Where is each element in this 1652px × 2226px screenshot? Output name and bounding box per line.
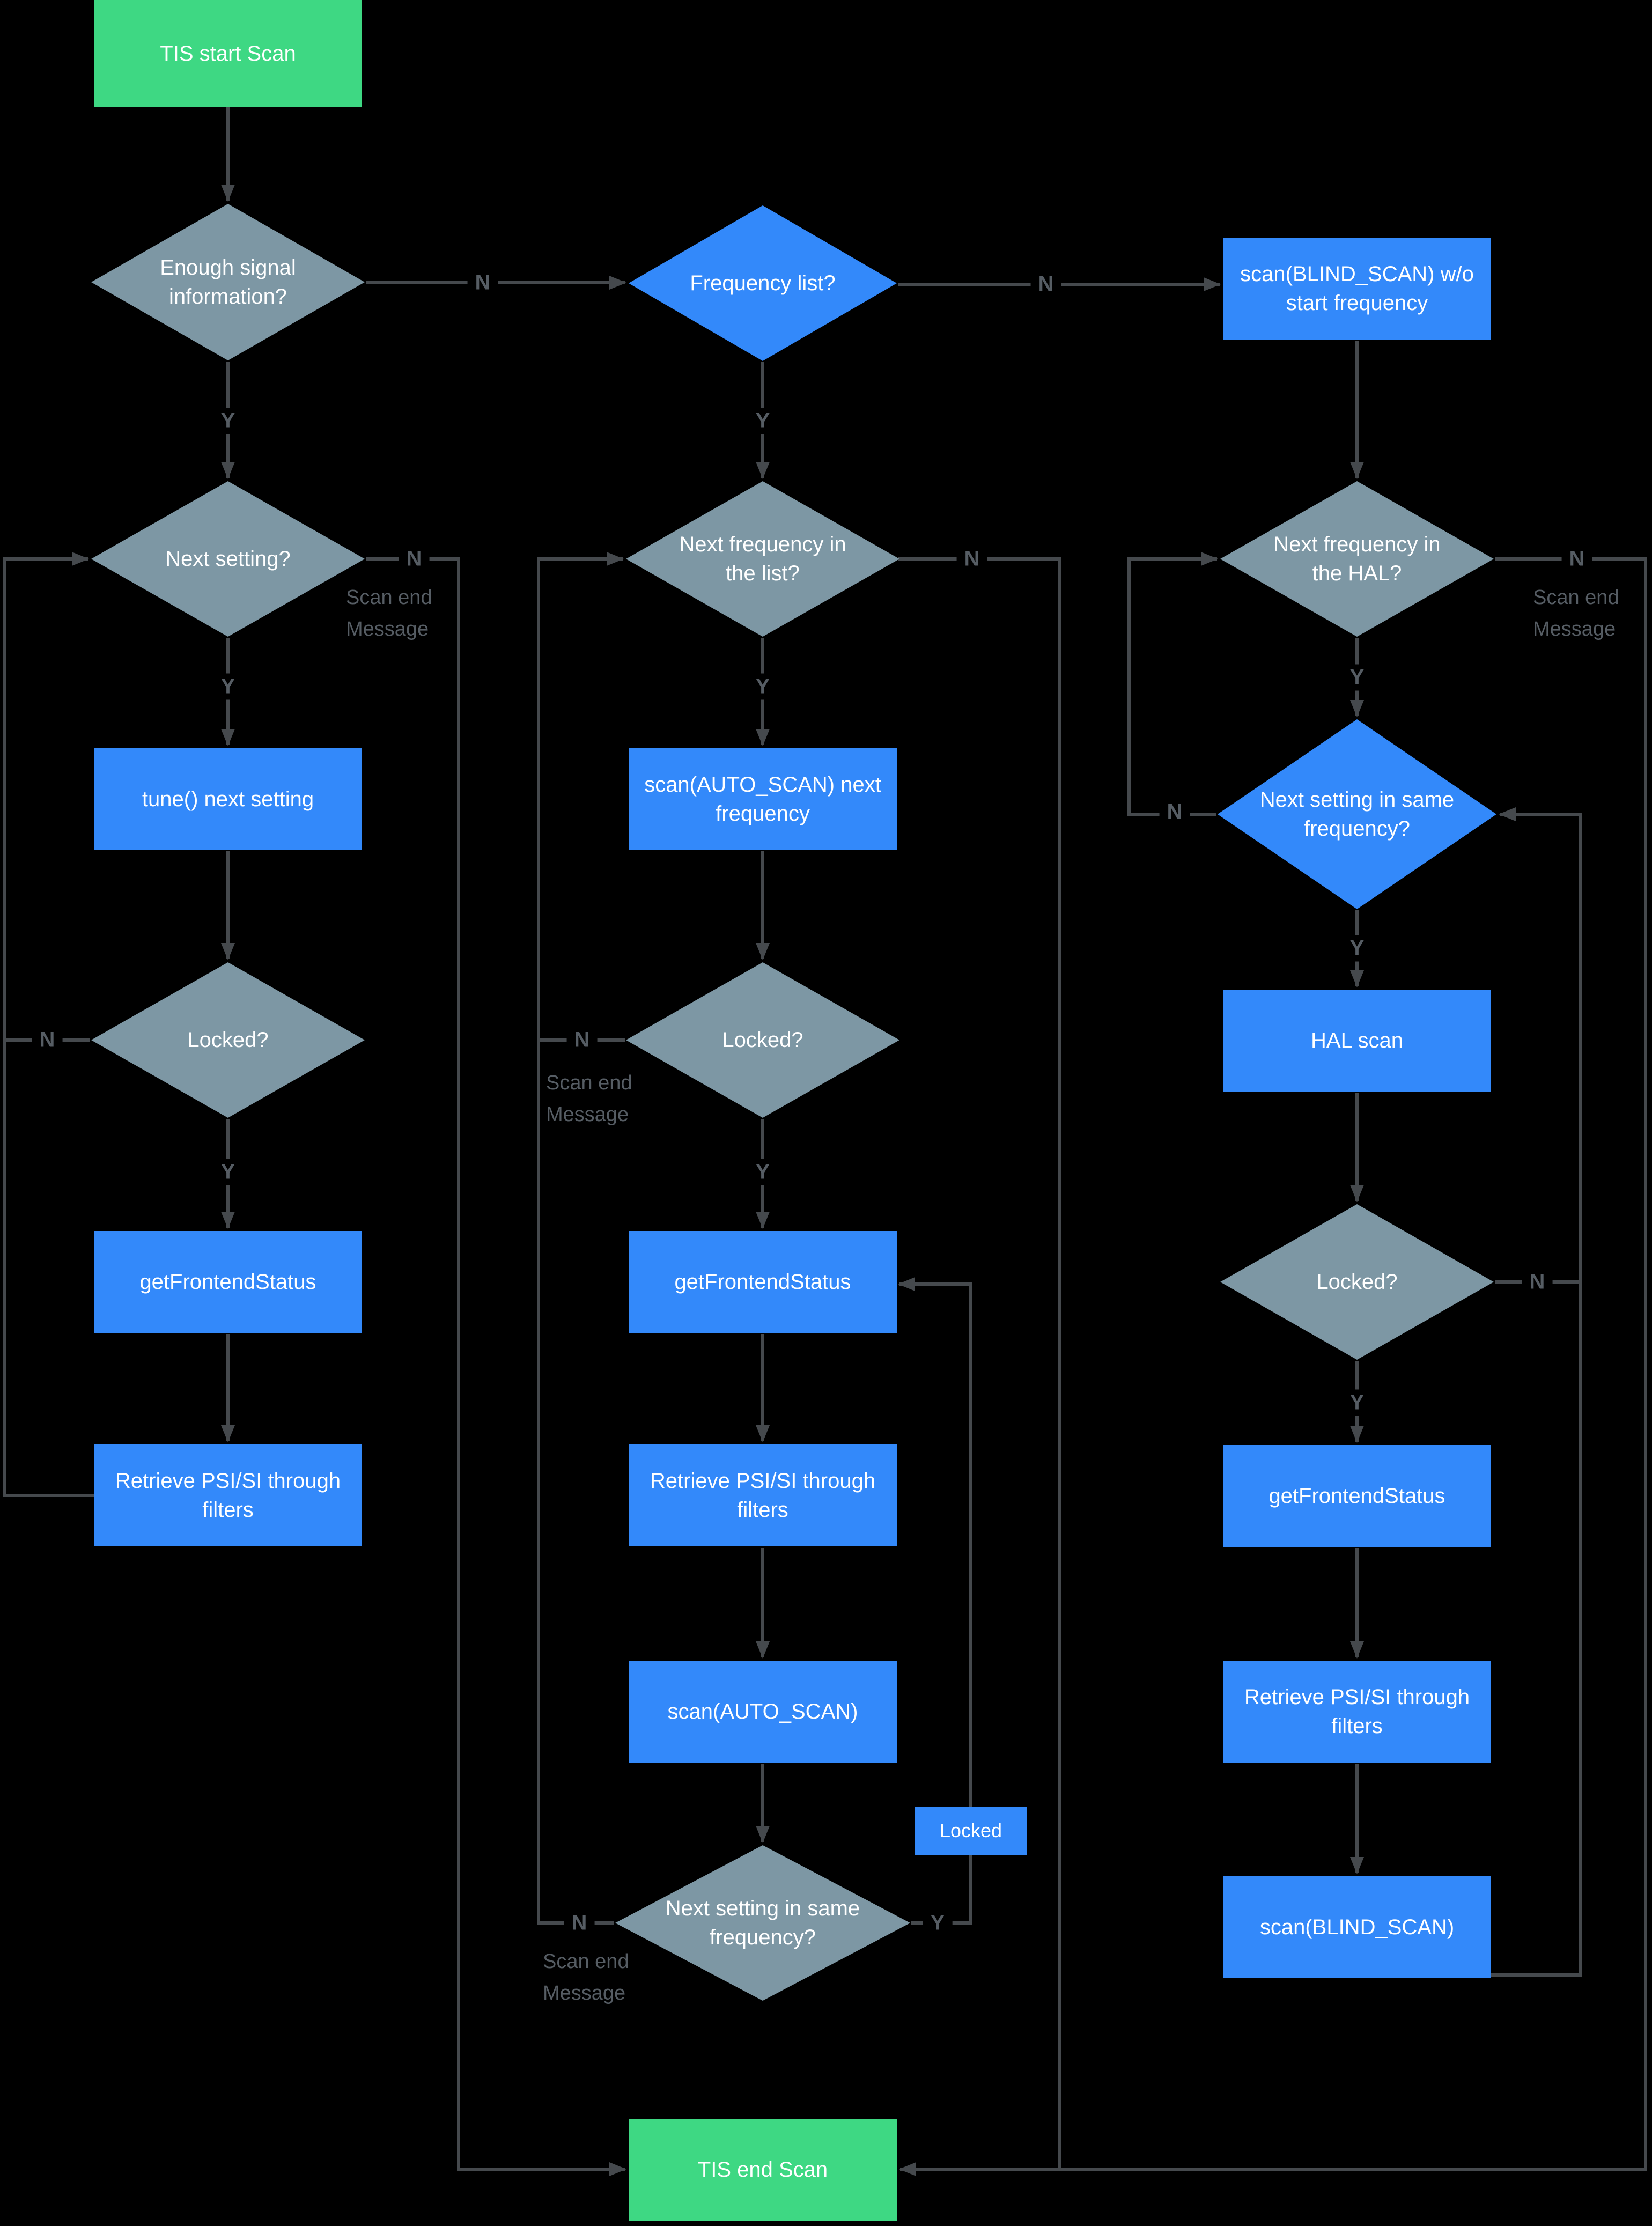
edge-label-yes: Y <box>213 673 243 700</box>
edge-label-no: N <box>399 546 430 572</box>
edge-label-yes: Y <box>1342 935 1372 962</box>
node-retrieve-psi-si-2: Retrieve PSI/SI through filters <box>629 1444 897 1546</box>
annotation-scan-end-message: Scan end Message <box>543 1950 629 2004</box>
node-hal-scan: HAL scan <box>1223 990 1491 1092</box>
edge-label-yes: Y <box>213 1159 243 1185</box>
edge-label-yes: Y <box>1342 664 1372 691</box>
edge-label-yes: Y <box>748 408 778 434</box>
edge-label-no: N <box>564 1910 595 1936</box>
edge-label-yes: Y <box>923 1910 953 1936</box>
edge-label-yes: Y <box>1342 1389 1372 1416</box>
edge-label-no: N <box>1561 546 1592 572</box>
node-retrieve-psi-si-1: Retrieve PSI/SI through filters <box>94 1444 362 1546</box>
annotation-scan-end-message: Scan end Message <box>546 1072 632 1126</box>
node-scan-blind: scan(BLIND_SCAN) <box>1223 1876 1491 1978</box>
annotation-scan-end-message: Scan end Message <box>1533 586 1619 640</box>
edge-label-no: N <box>1522 1269 1553 1295</box>
edge-label-no: N <box>956 546 987 572</box>
edge-label-no: N <box>566 1027 598 1053</box>
node-tis-end-scan: TIS end Scan <box>629 2119 897 2221</box>
edge-label-yes: Y <box>213 408 243 434</box>
node-get-frontend-status-1: getFrontendStatus <box>94 1231 362 1333</box>
node-retrieve-psi-si-3: Retrieve PSI/SI through filters <box>1223 1661 1491 1763</box>
node-tune-next-setting: tune() next setting <box>94 748 362 850</box>
edge-label-no: N <box>1030 271 1061 298</box>
node-tis-start-scan: TIS start Scan <box>94 0 362 107</box>
node-get-frontend-status-3: getFrontendStatus <box>1223 1445 1491 1547</box>
edge-label-no: N <box>1159 799 1190 825</box>
node-scan-blind-wo-start-frequency: scan(BLIND_SCAN) w/o start frequency <box>1223 238 1491 340</box>
node-scan-auto: scan(AUTO_SCAN) <box>629 1661 897 1763</box>
edge-label-yes: Y <box>748 673 778 700</box>
edge-label-no: N <box>32 1027 63 1053</box>
edge-label-no: N <box>467 269 498 296</box>
annotation-scan-end-message: Scan end Message <box>346 586 432 640</box>
node-scan-auto-next-frequency: scan(AUTO_SCAN) next frequency <box>629 748 897 850</box>
node-locked-tag: Locked <box>914 1807 1027 1855</box>
node-get-frontend-status-2: getFrontendStatus <box>629 1231 897 1333</box>
edge-label-yes: Y <box>748 1159 778 1185</box>
